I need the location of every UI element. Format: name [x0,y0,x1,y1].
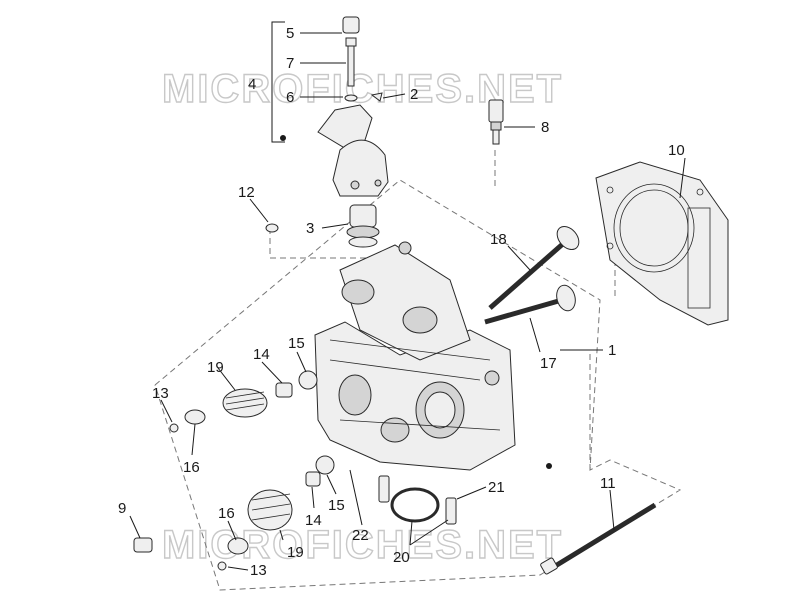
seal-15a [298,370,318,390]
gasket-10 [595,161,729,326]
label-22: 22 [352,527,369,544]
label-12: 12 [238,184,255,201]
callout-labels: 5 7 4 6 2 8 10 12 3 18 1 17 15 14 19 13 … [118,25,685,579]
thermostat-housing [317,104,389,197]
label-2: 2 [410,86,418,103]
label-15a: 15 [288,335,305,352]
spring-19b [247,489,293,531]
washer-12 [265,223,279,233]
plug-9 [133,537,153,553]
label-16b: 16 [218,505,235,522]
bolt-7-head [345,37,357,47]
plug-13b [217,561,227,571]
label-21: 21 [488,479,505,496]
valve-17 [484,284,576,325]
label-19b: 19 [287,544,304,561]
label-16a: 16 [183,459,200,476]
label-15b: 15 [328,497,345,514]
label-14a: 14 [253,346,270,363]
label-10: 10 [668,142,685,159]
group-4-dot [280,135,286,141]
plug-13a [169,423,179,433]
dowel-21 [445,497,457,525]
label-7: 7 [286,55,294,72]
cap-5 [342,16,360,34]
label-20: 20 [393,549,410,566]
label-17: 17 [540,355,557,372]
label-13a: 13 [152,385,169,402]
label-11: 11 [600,475,616,492]
cylinder-head [314,241,516,471]
head-dot [546,463,552,469]
label-18: 18 [490,231,507,248]
oring-20 [390,487,440,523]
retainer-16b [227,537,249,555]
screw-2 [370,92,383,102]
retainer-16a [184,409,206,425]
label-4: 4 [248,76,256,93]
bolt-7-shank [347,45,355,87]
label-5: 5 [286,25,294,42]
dowel-22 [378,475,390,503]
thermostat-3 [346,204,380,248]
keeper-14b [305,471,321,487]
keeper-14a [275,382,293,398]
washer-6 [344,94,358,102]
stud-11 [540,502,657,575]
assembly-outline [154,179,682,591]
seal-15b [315,455,335,475]
label-19a: 19 [207,359,224,376]
label-14b: 14 [305,512,322,529]
sensor-8 [488,99,504,145]
label-3: 3 [306,220,314,237]
group-4-bracket [271,21,285,143]
leader-lines [129,32,686,571]
label-9: 9 [118,500,126,517]
label-6: 6 [286,89,294,106]
label-13b: 13 [250,562,267,579]
spring-19a [222,388,268,418]
valve-18 [488,225,580,310]
label-8: 8 [541,119,549,136]
label-1: 1 [608,342,616,359]
